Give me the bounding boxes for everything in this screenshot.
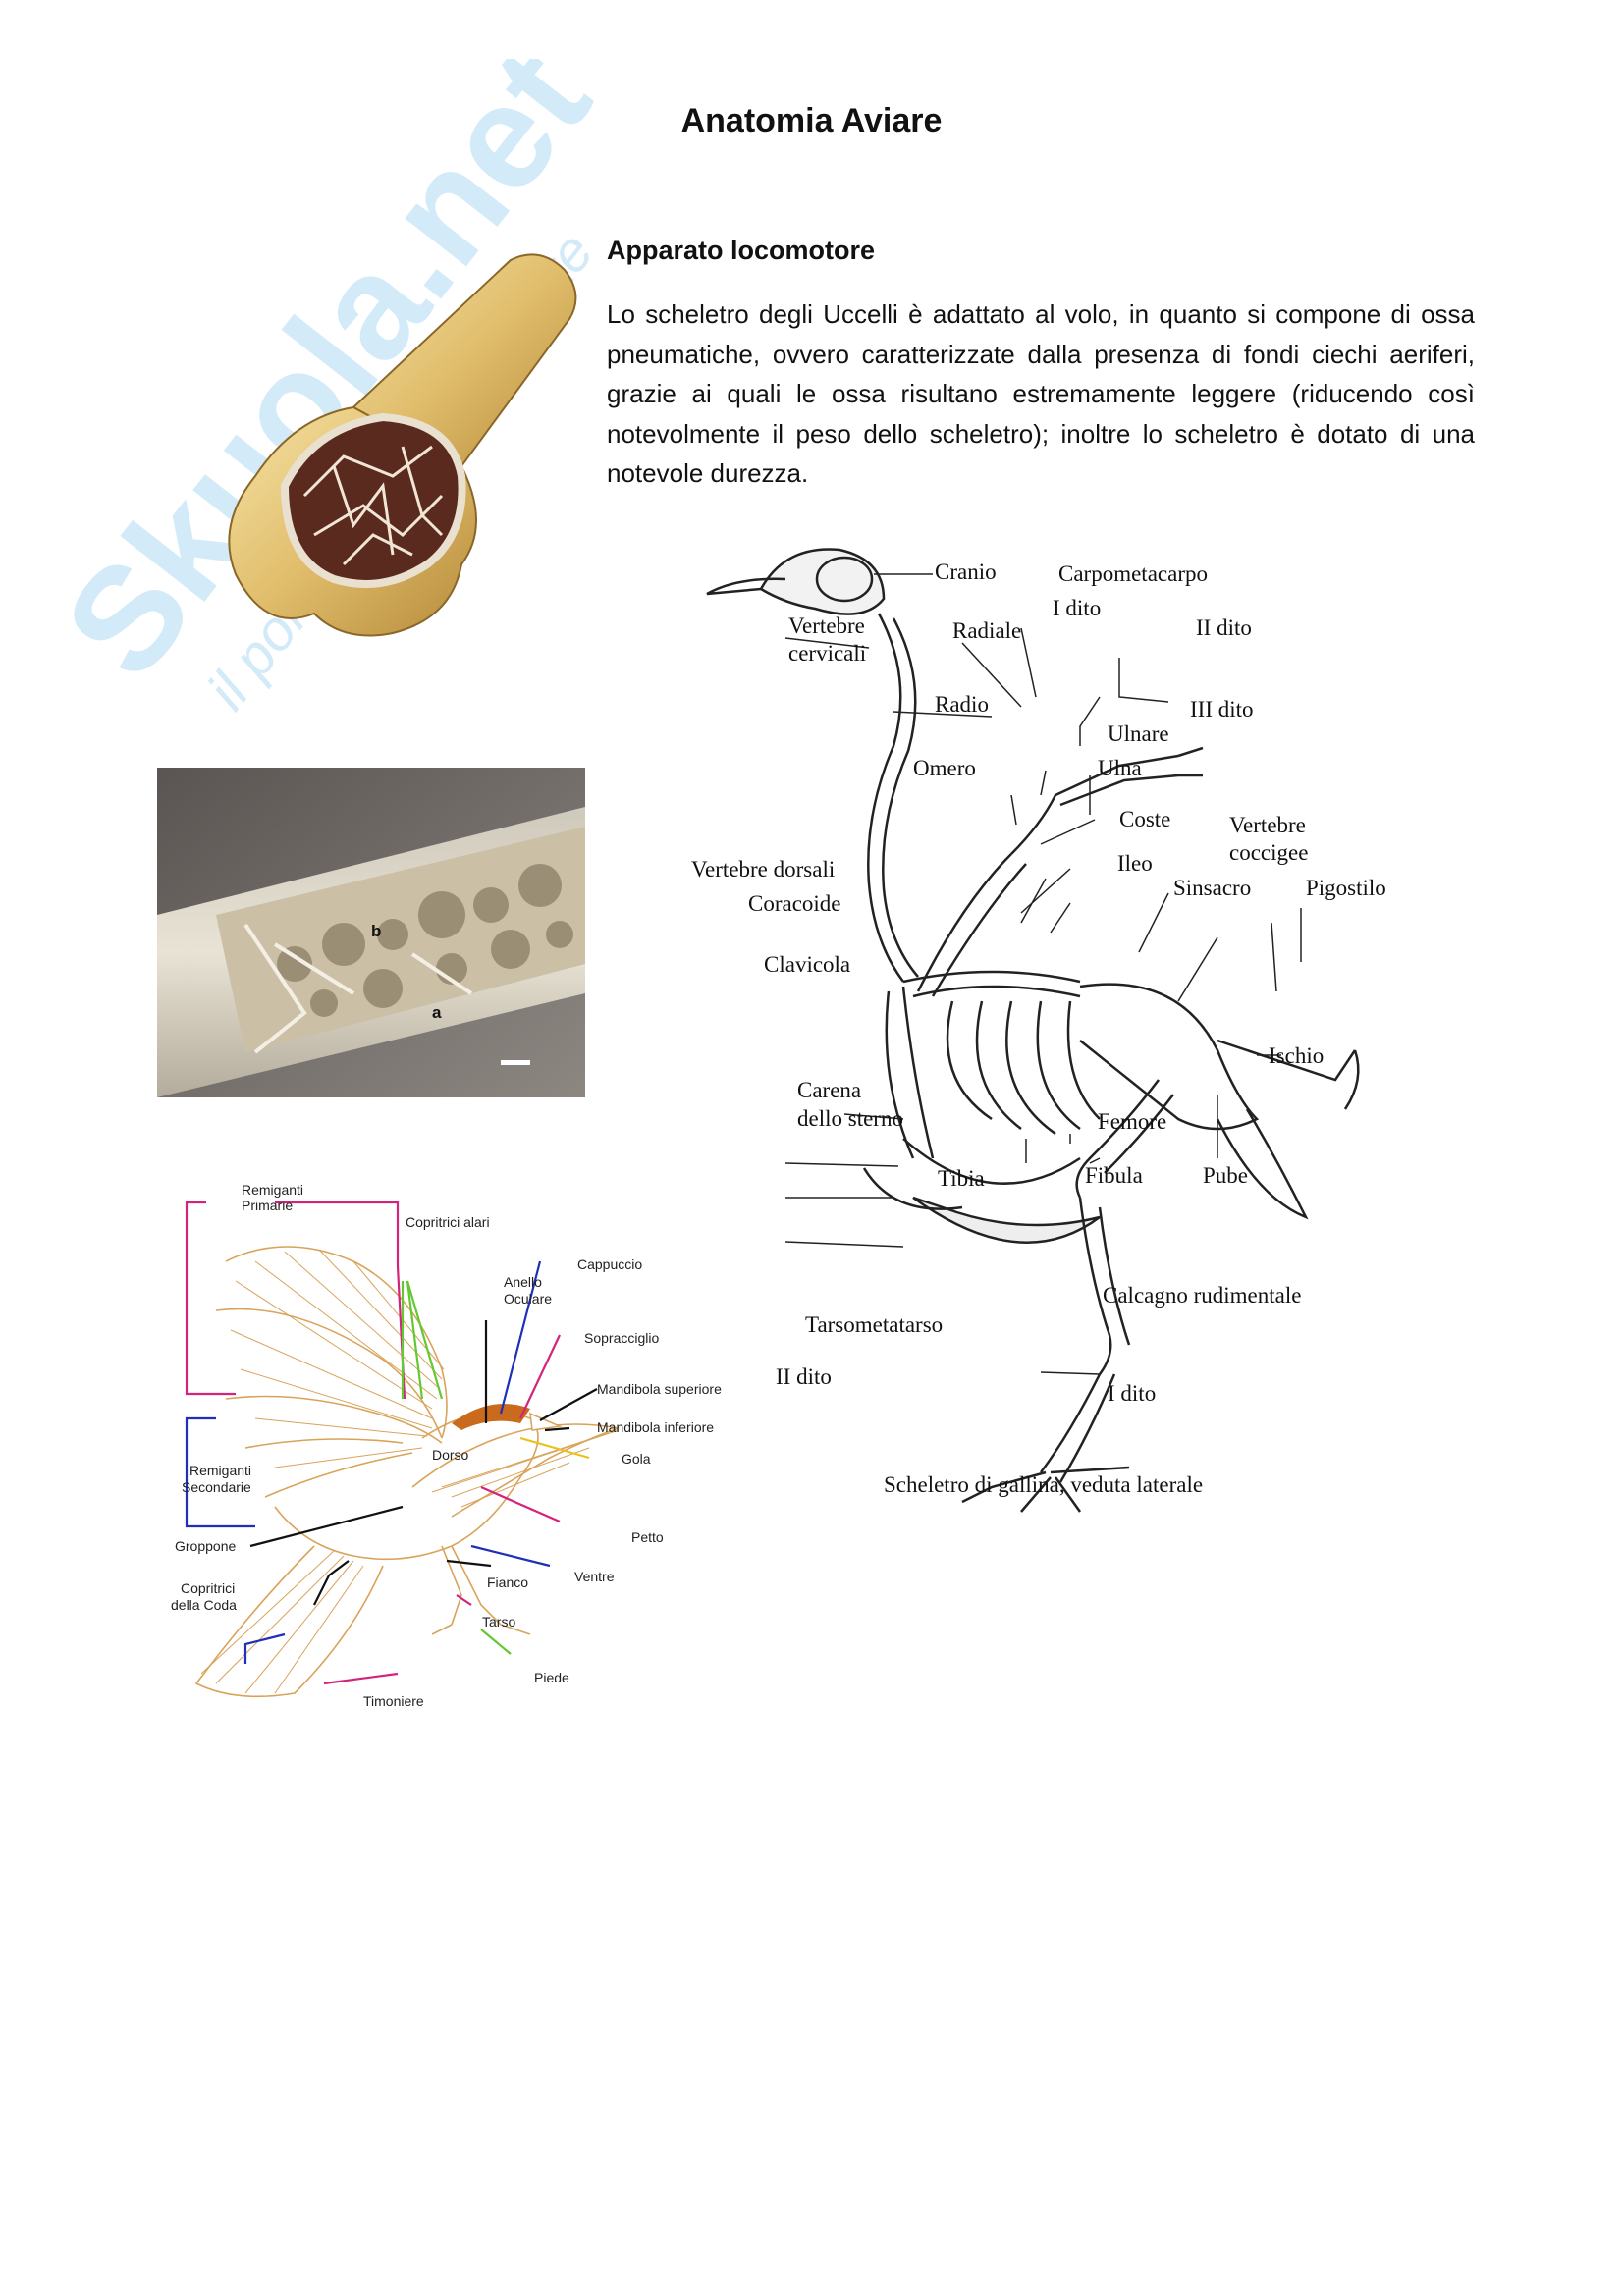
skeleton-label-ischio: Ischio (1269, 1043, 1324, 1068)
skeleton-label-clavicola: Clavicola (764, 952, 850, 977)
bird-plumage-diagram: Remiganti Primarie Copritrici alari Capp… (171, 1182, 722, 1709)
plumage-label-groppone: Groppone (175, 1538, 236, 1554)
plumage-label-tarso: Tarso (482, 1614, 515, 1629)
skeleton-label-vertebre-dorsali: Vertebre dorsali (691, 857, 835, 881)
bone-trabeculae (302, 445, 444, 566)
skeleton-label-radiale: Radiale (952, 618, 1021, 643)
plumage-label-copritrici-coda-2: della Coda (171, 1597, 237, 1613)
plumage-label-timoniere: Timoniere (363, 1693, 424, 1709)
skeleton-label-ii-dito-foot: II dito (776, 1364, 832, 1389)
skeleton-label-i-dito-wing: I dito (1053, 596, 1101, 620)
plumage-leader-lines (185, 1201, 598, 1685)
plumage-label-dorso: Dorso (432, 1447, 469, 1463)
photo-label-b: b (371, 922, 381, 940)
plumage-label-remiganti-secondarie-1: Remiganti (189, 1463, 251, 1478)
skeleton-label-pube: Pube (1203, 1163, 1248, 1188)
bird-drawing (194, 1246, 620, 1698)
skeleton-drawing (706, 548, 1360, 1513)
skeleton-label-coste: Coste (1119, 807, 1170, 831)
bird-beak (529, 1412, 563, 1431)
skeleton-figure-caption: Scheletro di gallina, veduta laterale (884, 1472, 1203, 1497)
plumage-label-gola: Gola (622, 1451, 651, 1467)
plumage-label-remiganti-primarie-2: Primarie (242, 1198, 293, 1213)
skeleton-label-ileo: Ileo (1117, 851, 1153, 876)
skeleton-label-fibula: Fibula (1085, 1163, 1143, 1188)
plumage-label-sopracciglio: Sopracciglio (584, 1330, 659, 1346)
skeleton-label-carena-1: Carena (797, 1078, 861, 1102)
skeleton-label-ulnare: Ulnare (1108, 721, 1169, 746)
skeleton-label-vertebre-coccigee-2: coccigee (1229, 840, 1308, 865)
plumage-label-petto: Petto (631, 1529, 664, 1545)
skeleton-leader-lines (784, 573, 1302, 1375)
skeleton-label-vertebre-coccigee-1: Vertebre (1229, 813, 1306, 837)
plumage-label-mandibola-inferiore: Mandibola inferiore (597, 1419, 714, 1435)
skeleton-label-femore: Femore (1098, 1109, 1166, 1134)
plumage-label-anello-1: Anello (504, 1274, 542, 1290)
skeleton-label-calcagno: Calcagno rudimentale (1103, 1283, 1301, 1308)
chicken-skeleton-diagram: Cranio Carpometacarpo I dito Radiale II … (691, 548, 1386, 1513)
plumage-label-copritrici-alari: Copritrici alari (406, 1214, 490, 1230)
skeleton-label-coracoide: Coracoide (748, 891, 841, 916)
skeleton-label-carpometacarpo: Carpometacarpo (1058, 561, 1208, 586)
intro-paragraph: Lo scheletro degli Uccelli è adattato al… (607, 299, 1475, 488)
skeleton-label-sinsacro: Sinsacro (1173, 876, 1251, 900)
plumage-label-mandibola-superiore: Mandibola superiore (597, 1381, 722, 1397)
skeleton-label-iii-dito: III dito (1190, 697, 1254, 721)
page-title: Anatomia Aviare (680, 102, 943, 139)
skeleton-label-ii-dito-wing: II dito (1196, 615, 1252, 640)
bird-cap (452, 1404, 530, 1430)
photo-label-a: a (432, 1003, 442, 1022)
plumage-label-fianco: Fianco (487, 1575, 528, 1590)
skeleton-label-radio: Radio (935, 692, 989, 717)
bone-shaft (352, 253, 577, 468)
skeleton-label-carena-2: dello sterno (797, 1106, 903, 1131)
plumage-label-remiganti-secondarie-2: Secondarie (182, 1479, 251, 1495)
plumage-label-ventre: Ventre (574, 1569, 615, 1584)
skeleton-label-i-dito-foot: I dito (1108, 1381, 1156, 1406)
plumage-label-piede: Piede (534, 1670, 569, 1685)
bone-cross-section-illustration (228, 253, 577, 637)
skeleton-label-cranio: Cranio (935, 560, 997, 584)
skeleton-label-tibia: Tibia (938, 1166, 985, 1191)
skeleton-label-ulna: Ulna (1098, 756, 1142, 780)
section-heading: Apparato locomotore (607, 236, 876, 265)
skeleton-label-pigostilo: Pigostilo (1306, 876, 1386, 900)
skeleton-label-omero: Omero (913, 756, 976, 780)
skeleton-label-vertebre-cervicali-2: cervicali (788, 641, 866, 666)
plumage-label-anello-2: Oculare (504, 1291, 552, 1307)
plumage-label-copritrici-coda-1: Copritrici (181, 1580, 235, 1596)
plumage-label-remiganti-primarie-1: Remiganti (242, 1182, 303, 1198)
plumage-label-cappuccio: Cappuccio (577, 1256, 642, 1272)
skeleton-label-vertebre-cervicali-1: Vertebre (788, 614, 865, 638)
bone-interior-photo: b a (157, 768, 585, 1097)
skeleton-label-tarsometatarso: Tarsometatarso (805, 1312, 943, 1337)
